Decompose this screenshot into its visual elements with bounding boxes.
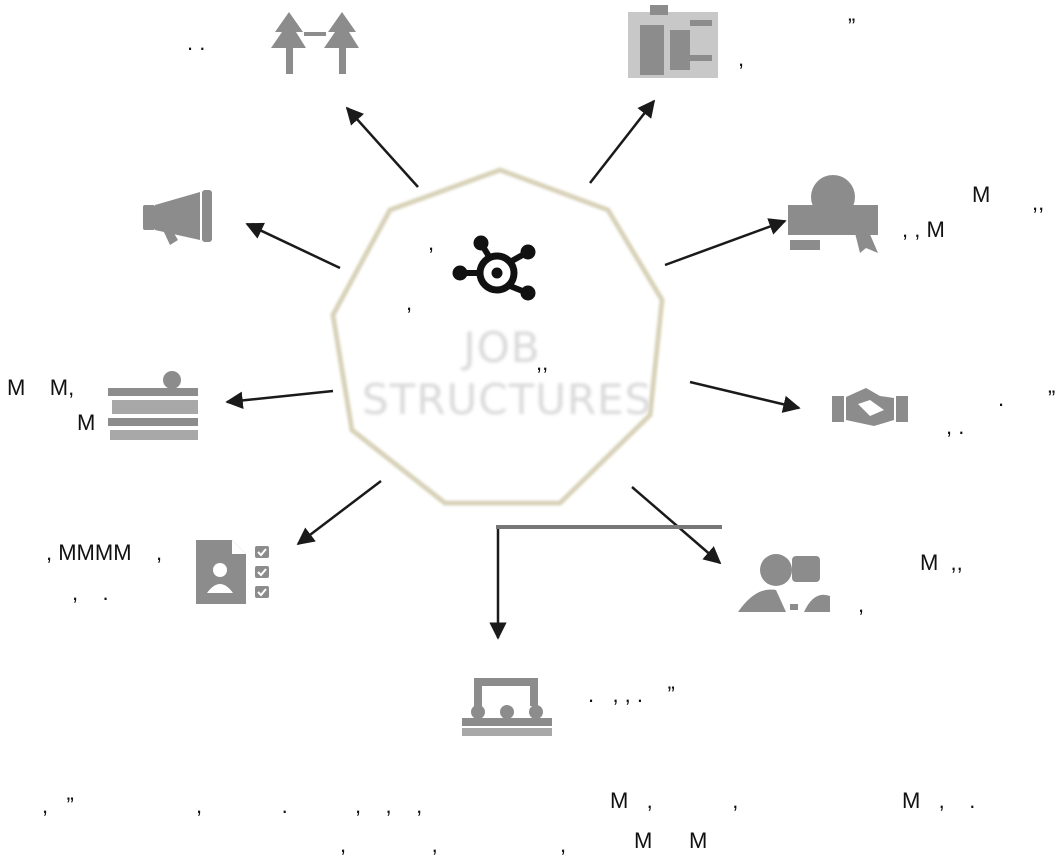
hub-title: JOB STRUCTURES [362,322,653,426]
arrow-right [689,380,801,413]
label-handshake-3: , . [946,414,965,439]
hub-title-line2: STRUCTURES [362,375,653,424]
label-interview-1: M ,, [920,550,963,575]
label-team-2: M [77,410,96,435]
label-tree-1: . . [187,30,206,55]
label-meeting-1: . , , . ” [588,682,675,707]
arrow-top-left [345,106,419,188]
label-hub-3: ,, [536,350,549,375]
certificate-icon [788,175,878,253]
hub-nonagon [330,167,665,506]
label-orgchart-2: , [738,46,745,71]
org-chart-icon [628,5,718,78]
label-certificate-1: M [972,182,991,207]
label-resume-2: , . [72,580,109,605]
handshake-icon [832,388,908,426]
label-orgchart-1: ” [848,14,856,39]
label-resume-1: , MMMM , [46,540,163,565]
footer-line-2a: , , , [340,832,567,857]
label-handshake-2: . [998,386,1005,411]
hub-network-icon [452,235,536,301]
label-certificate-3: , , M [902,217,945,242]
meeting-presentation-icon [462,678,552,736]
label-certificate-2: ,, [1032,190,1045,215]
arrow-top-right [589,99,656,184]
label-handshake-1: ” [1048,386,1056,411]
arrow-lower-left [296,480,382,546]
team-settings-icon [108,371,198,440]
footer-line-2b: M M [634,828,708,853]
megaphone-icon [143,190,212,245]
label-team-1: M M, [7,375,75,400]
arrow-left [225,389,334,410]
footer-line-1a: , ” , . , , , [42,793,423,818]
resume-checklist-icon [196,540,269,604]
label-hub-1: , [428,230,435,255]
label-interview-2: , [858,592,865,617]
arrow-upper-right [664,218,787,267]
footer-line-1c: M , . [902,788,976,813]
arrow-upper-left [245,222,341,270]
hub-title-line1: JOB [463,323,541,372]
footer-line-1b: M , , [610,788,739,813]
tree-icon [271,12,359,74]
interview-icon [738,554,830,612]
label-hub-2: , [406,290,413,315]
connector-bar [496,525,722,529]
